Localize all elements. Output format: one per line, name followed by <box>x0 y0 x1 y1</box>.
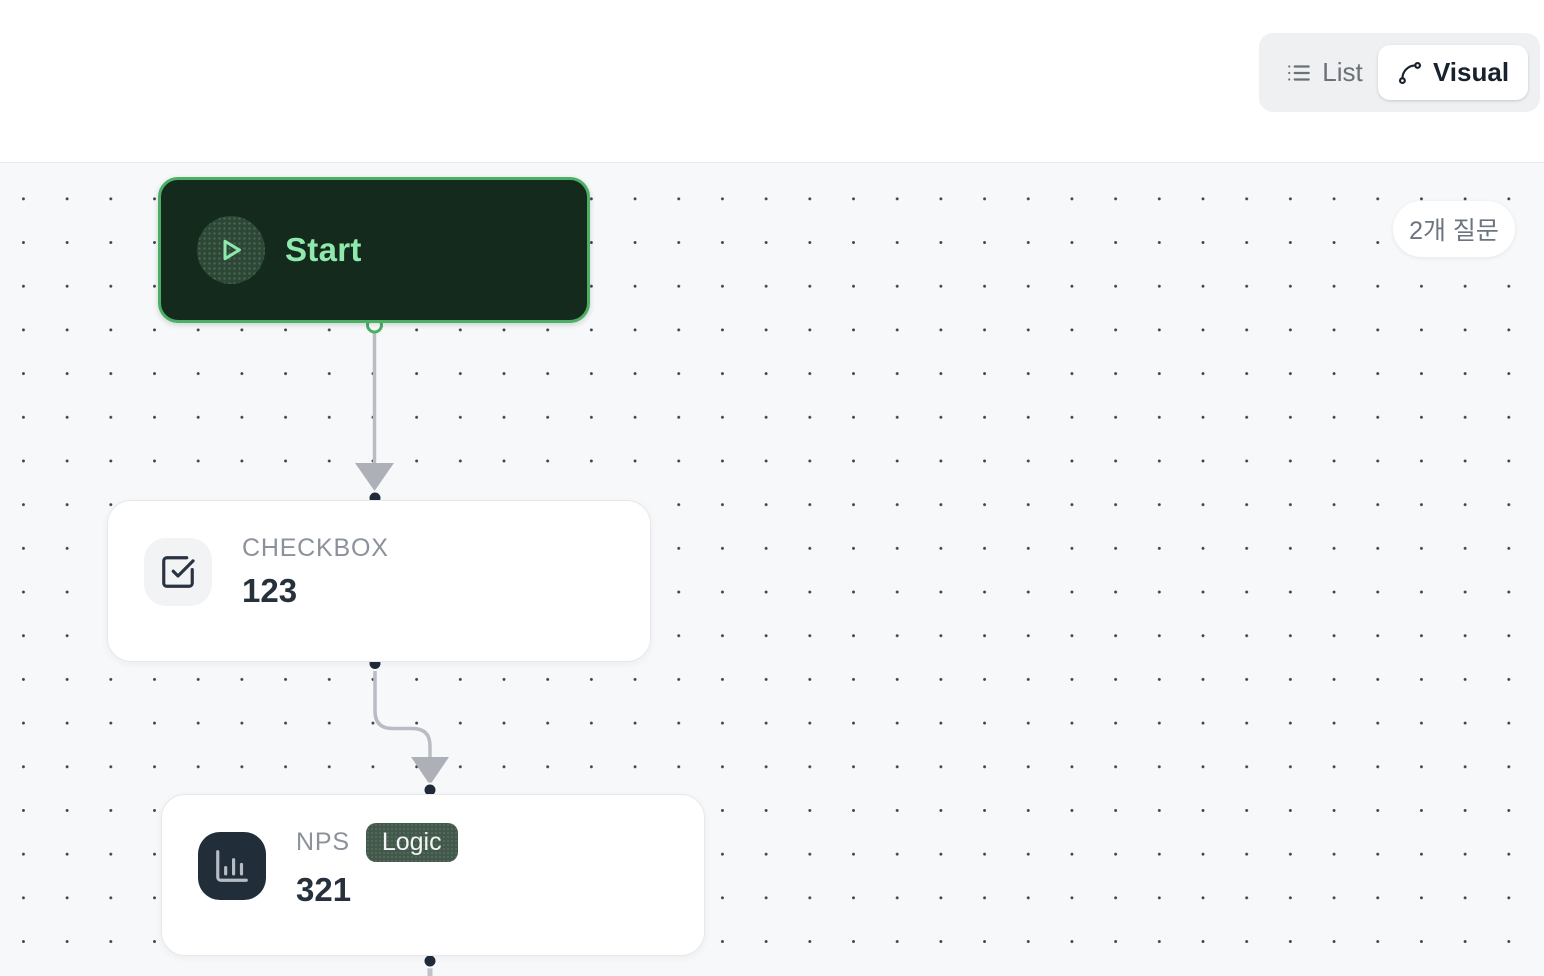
question-title: 321 <box>296 871 352 908</box>
branch-spline-icon <box>1398 61 1421 84</box>
list-icon <box>1288 64 1311 81</box>
bar-chart-icon <box>198 832 266 900</box>
question-type-label: NPS <box>296 828 350 856</box>
logic-badge: Logic <box>365 823 458 862</box>
question-type-label: CHECKBOX <box>242 534 389 562</box>
question-count-badge: 2개 질문 <box>1393 201 1515 257</box>
start-node[interactable]: Start <box>158 177 590 323</box>
question-node-text: NPS Logic 321 <box>296 823 458 909</box>
question-type-row: NPS Logic <box>296 823 458 862</box>
check-square-icon <box>144 538 212 606</box>
question-node-checkbox[interactable]: CHECKBOX 123 <box>107 500 651 662</box>
list-view-button[interactable]: List <box>1271 45 1378 100</box>
visual-view-label: Visual <box>1432 57 1510 87</box>
question-node-nps[interactable]: NPS Logic 321 <box>161 794 705 956</box>
start-node-label: Start <box>285 231 362 268</box>
header-bar: List Visual <box>0 0 1544 162</box>
list-view-label: List <box>1322 57 1363 87</box>
question-title: 123 <box>242 572 298 609</box>
play-icon <box>197 216 265 284</box>
view-toggle: List Visual <box>1259 33 1540 112</box>
question-node-text: CHECKBOX 123 <box>242 534 389 610</box>
visual-view-button[interactable]: Visual <box>1378 45 1528 100</box>
